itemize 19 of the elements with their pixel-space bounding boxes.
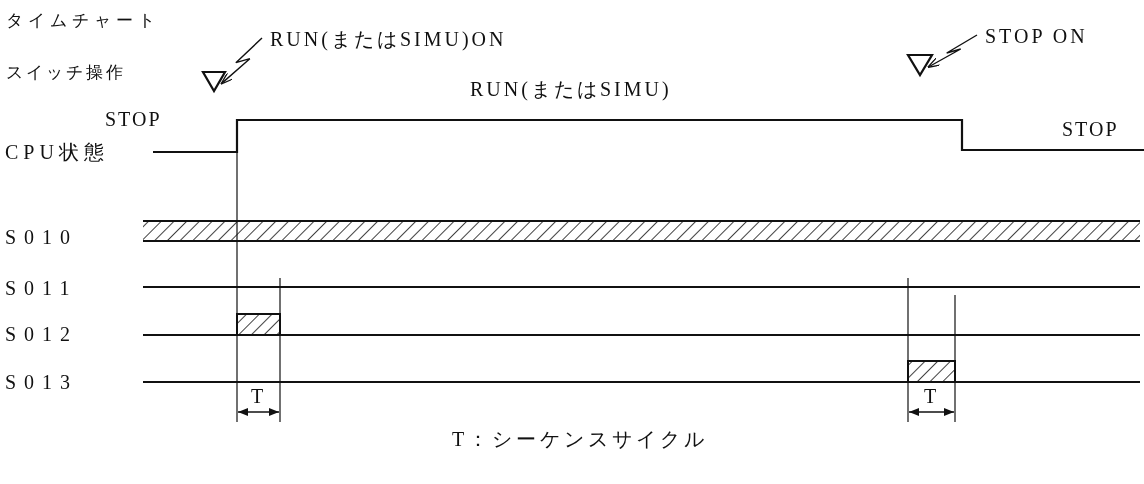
signal-name: S011	[5, 277, 78, 299]
lightning-arrow	[220, 37, 263, 85]
legend-note: T：シーケンスサイクル	[452, 428, 709, 450]
signal-name: S013	[5, 371, 79, 393]
dimension-label: T	[924, 385, 937, 407]
state-label: STOP	[1062, 118, 1119, 140]
switch-triangle-icon	[906, 53, 934, 78]
switch-event-label: STOP ON	[985, 25, 1088, 47]
chart-title: タイムチャート	[6, 10, 160, 32]
state-label: RUN(またはSIMU)	[470, 78, 672, 100]
row-label: スイッチ操作	[6, 62, 126, 84]
signal-name: S010	[5, 226, 79, 248]
row-label: CPU状態	[5, 141, 109, 163]
switch-triangle-icon	[201, 70, 227, 94]
signal-name: S012	[5, 323, 79, 345]
switch-event-label: RUN(またはSIMU)ON	[270, 28, 507, 50]
state-label: STOP	[105, 108, 162, 130]
dimension-label: T	[251, 385, 264, 407]
lightning-arrow	[926, 34, 978, 69]
